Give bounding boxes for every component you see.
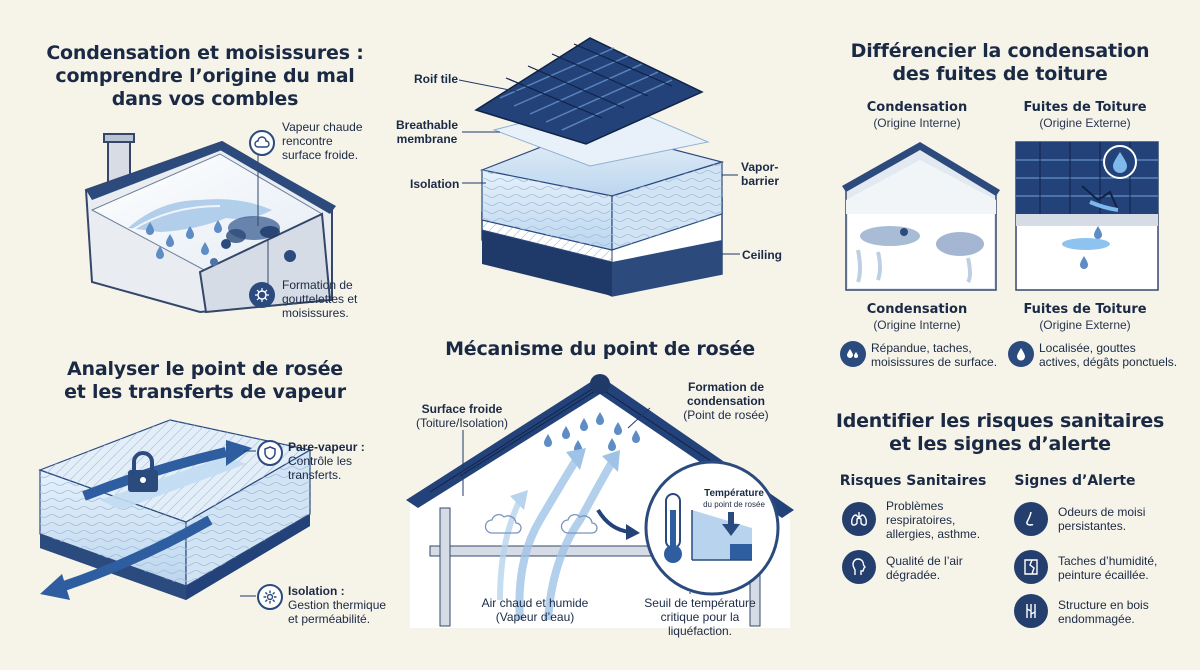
peeling-wall-icon <box>1014 550 1048 584</box>
warm-air-label: Air chaud et humide (Vapeur d’eau) <box>481 596 589 624</box>
risks-heading: Risques Sanitaires <box>839 473 987 489</box>
sign-smell: Odeurs de moisi persistantes. <box>1058 505 1146 533</box>
dew-point-illustration <box>406 374 794 628</box>
top-condensation-heading: Condensation (Origine Interne) <box>866 100 968 130</box>
attic-condensation-illustration <box>84 133 336 314</box>
isolation-info: Isolation : Gestion thermique et perméab… <box>288 584 387 626</box>
bottom-leak-heading: Fuites de Toiture (Origine Externe) <box>1023 302 1147 332</box>
comparison-illustration <box>842 141 1159 291</box>
condensation-description: Répandue, taches, moisissures de surface… <box>871 341 998 369</box>
panel3-title: Différencier la condensation des fuites … <box>850 40 1150 85</box>
lungs-icon <box>842 502 876 536</box>
shield-icon <box>257 440 283 466</box>
condensation-formation-label: Formation de condensation (Point de rosé… <box>683 380 769 422</box>
panel6-title: Identifier les risques sanitaires et les… <box>835 410 1165 455</box>
sign-wood-damage: Structure en bois endommagée. <box>1058 598 1149 626</box>
panel1-title: Condensation et moisissures : comprendre… <box>46 42 364 110</box>
label-ceiling: Ceiling <box>742 248 783 262</box>
head-icon <box>842 550 876 584</box>
mold-icon <box>249 282 275 308</box>
water-drops-icon <box>840 341 866 367</box>
water-drop-icon <box>1008 341 1034 367</box>
mold-label: Formation de gouttelettes et moisissures… <box>282 278 358 320</box>
thermometer-icon <box>664 492 680 556</box>
lock-icon <box>128 462 158 492</box>
panel4-title: Analyser le point de rosée et les transf… <box>64 358 346 403</box>
risk-air-quality: Qualité de l’air dégradée. <box>886 554 963 582</box>
label-membrane: Breathable membrane <box>396 118 459 146</box>
top-leak-heading: Fuites de Toiture (Origine Externe) <box>1023 100 1147 130</box>
risk-respiratory: Problèmes respiratoires, allergies, asth… <box>886 499 981 541</box>
vapor-label: Vapeur chaude rencontre surface froide. <box>282 120 363 162</box>
sign-damp-stains: Taches d’humidité, peinture écaillée. <box>1058 554 1158 582</box>
panel5-title: Mécanisme du point de rosée <box>445 338 755 360</box>
gear-icon <box>257 584 283 610</box>
cloud-icon <box>249 130 275 156</box>
dew-point-temperature-label: Température du point de rosée <box>703 488 765 509</box>
label-roof-tile: Roif tile <box>414 72 458 86</box>
vapor-barrier-info: Pare-vapeur : Contrôle les transferts. <box>288 440 365 482</box>
wood-icon <box>1014 594 1048 628</box>
bottom-condensation-heading: Condensation (Origine Interne) <box>866 302 968 332</box>
leak-description: Localisée, gouttes actives, dégâts ponct… <box>1039 341 1178 369</box>
label-vapor-barrier: Vapor- barrier <box>741 160 780 188</box>
roof-layers-illustration <box>458 37 740 297</box>
label-isolation: Isolation <box>410 177 460 191</box>
vapor-barrier-illustration <box>38 419 312 600</box>
cold-surface-label: Surface froide (Toiture/Isolation) <box>415 402 509 430</box>
signs-heading: Signes d’Alerte <box>1014 473 1136 489</box>
nose-icon <box>1014 502 1048 536</box>
threshold-label: Seuil de température critique pour la li… <box>644 596 756 638</box>
